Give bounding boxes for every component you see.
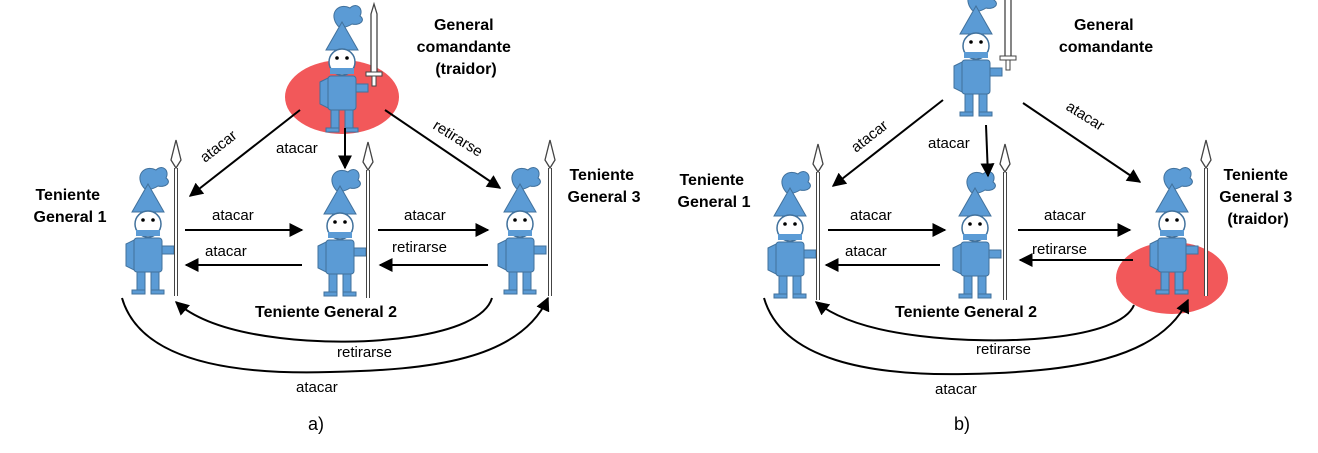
label-lt1-to-lt3: atacar bbox=[296, 379, 338, 396]
label-lt3-to-lt2: retirarse bbox=[392, 239, 447, 256]
lieutenant-general-1-figure bbox=[125, 138, 183, 298]
label-lt3-to-lt1: retirarse bbox=[337, 344, 392, 361]
lt3-label: Teniente General 3 bbox=[568, 167, 641, 206]
lt1-label: Teniente General 1 bbox=[34, 187, 107, 226]
lieutenant-general-1-figure bbox=[767, 142, 825, 302]
arrow-lt1-to-lt3 bbox=[763, 297, 1189, 376]
arrow-cmd-to-lt3 bbox=[1022, 102, 1142, 183]
label-cmd-to-lt3: retirarse bbox=[430, 117, 486, 161]
arrow-cmd-to-lt1 bbox=[831, 99, 944, 187]
panel-a: atacar atacar retirarse atacar atacar at… bbox=[34, 3, 641, 434]
commander-label: General comandante (traidor) bbox=[417, 17, 516, 78]
lt3-label: Teniente General 3 (traidor) bbox=[1219, 167, 1296, 228]
label-lt1-to-lt2: atacar bbox=[212, 207, 254, 224]
label-lt3-to-lt1: retirarse bbox=[976, 341, 1031, 358]
label-lt2-to-lt3: atacar bbox=[404, 207, 446, 224]
lieutenant-general-2-figure bbox=[952, 142, 1012, 302]
panel-label-b: b) bbox=[954, 414, 970, 434]
label-lt2-to-lt1: atacar bbox=[845, 243, 887, 260]
lt2-label: Teniente General 2 bbox=[895, 304, 1037, 321]
arrow-lt1-to-lt3 bbox=[121, 296, 550, 374]
panel-b: atacar atacar atacar atacar atacar ataca… bbox=[678, 0, 1296, 434]
label-lt1-to-lt2: atacar bbox=[850, 207, 892, 224]
traitor-highlight bbox=[1116, 242, 1228, 314]
lt2-label: Teniente General 2 bbox=[255, 304, 397, 321]
lt1-label: Teniente General 1 bbox=[678, 172, 751, 211]
arrow-cmd-to-lt2 bbox=[980, 124, 995, 178]
label-lt1-to-lt3: atacar bbox=[935, 381, 977, 398]
label-cmd-to-lt1: atacar bbox=[197, 127, 240, 166]
label-lt3-to-lt2: retirarse bbox=[1032, 241, 1087, 258]
arrow-lt3-to-lt1 bbox=[174, 297, 493, 343]
label-cmd-to-lt2: atacar bbox=[276, 140, 318, 157]
commander-label: General comandante bbox=[1059, 17, 1153, 56]
lieutenant-general-3-figure bbox=[497, 138, 557, 298]
panel-label-a: a) bbox=[308, 414, 324, 434]
arrow-cmd-to-lt3 bbox=[384, 109, 502, 189]
commander-general-figure bbox=[953, 0, 1017, 117]
arrow-cmd-to-lt1 bbox=[188, 109, 301, 197]
label-cmd-to-lt1: atacar bbox=[848, 117, 891, 156]
arrow-lt3-to-lt1 bbox=[814, 301, 1135, 342]
label-cmd-to-lt3: atacar bbox=[1063, 98, 1107, 135]
label-lt2-to-lt3: atacar bbox=[1044, 207, 1086, 224]
label-cmd-to-lt2: atacar bbox=[928, 135, 970, 152]
label-lt2-to-lt1: atacar bbox=[205, 243, 247, 260]
